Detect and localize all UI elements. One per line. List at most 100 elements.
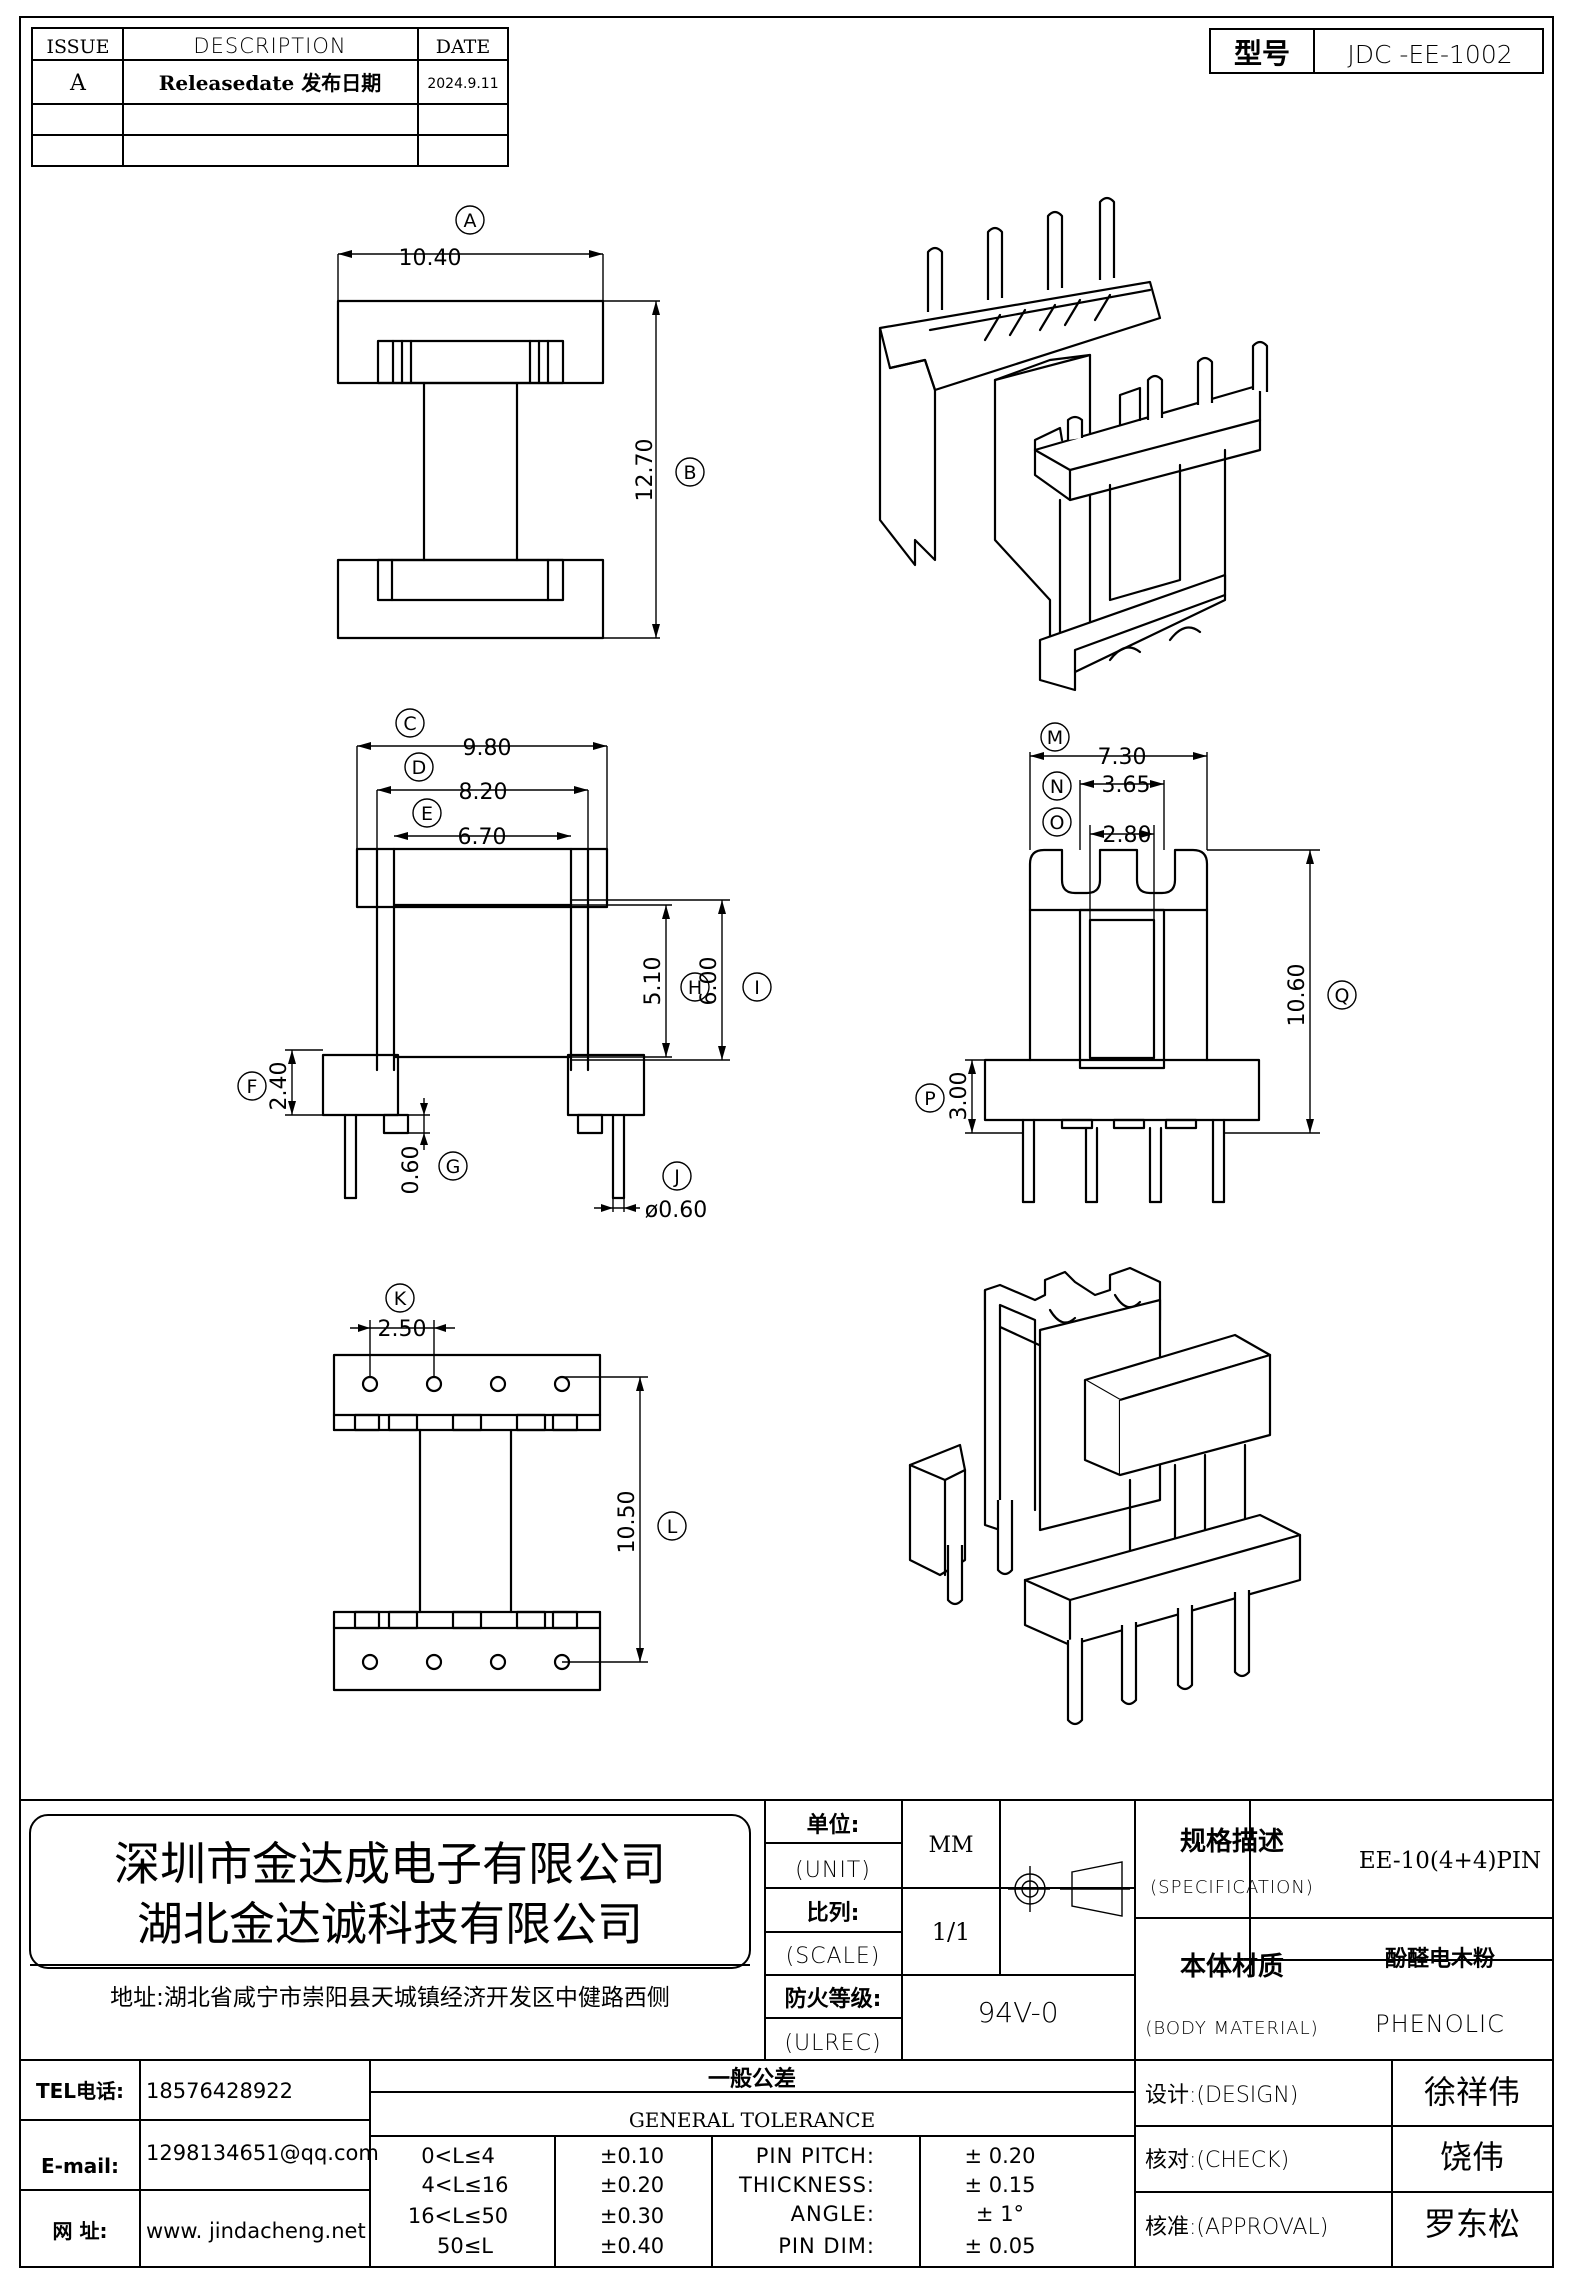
dim-c-balloon xyxy=(395,708,425,738)
dim-b-letter: B xyxy=(683,462,696,484)
dim-o-value: 2.80 xyxy=(1103,823,1152,848)
dim-k-balloon xyxy=(385,1283,415,1313)
design-value: 徐祥伟 xyxy=(1424,2073,1520,2111)
tel-value: 18576428922 xyxy=(146,2079,293,2103)
tolerance-title-en: GENERAL TOLERANCE xyxy=(629,2108,875,2132)
dim-b-value: 12.70 xyxy=(633,439,658,502)
dim-k-value: 2.50 xyxy=(378,1317,427,1342)
tolerance-value-3: ±0.30 xyxy=(600,2204,664,2228)
tolerance-range-2: 4<L≤16 xyxy=(422,2173,509,2197)
dim-d-balloon xyxy=(404,752,434,782)
bottom-view: 2.50 K 10.50 L xyxy=(332,1283,687,1692)
dim-i-balloon xyxy=(742,972,772,1002)
dim-o-balloon xyxy=(1042,807,1072,837)
dim-i-letter: I xyxy=(754,977,760,999)
company-name-1: 深圳市金达成电子有限公司 xyxy=(114,1837,666,1891)
spec-value: EE-10(4+4)PIN xyxy=(1359,1848,1541,1874)
dim-g-letter: G xyxy=(446,1156,461,1178)
model-label: 型号 xyxy=(1234,37,1290,70)
tolerance-value-2: ±0.20 xyxy=(600,2173,664,2197)
isometric-view-top xyxy=(878,196,1269,692)
tolerance-range-3: 16<L≤50 xyxy=(408,2204,508,2228)
check-label: 核对:(CHECK) xyxy=(1145,2148,1289,2173)
tolerance-item-value-2: ± 0.15 xyxy=(964,2173,1035,2197)
dim-a-balloon xyxy=(455,205,485,235)
material-label-en: (BODY MATERIAL) xyxy=(1145,2018,1318,2039)
dim-e-balloon xyxy=(412,798,442,828)
dim-g-balloon xyxy=(438,1151,468,1181)
rev-row-issue: A xyxy=(69,71,87,96)
dim-j-balloon xyxy=(662,1161,692,1191)
tolerance-item-4: PIN DIM: xyxy=(778,2234,875,2258)
isometric-view-bottom xyxy=(908,1266,1302,1726)
side-view: 9.80 C 8.20 D 6.70 E 5.10 H 6.00 I xyxy=(237,708,772,1223)
company-address: 地址:湖北省咸宁市崇阳县天城镇经济开发区中健路西侧 xyxy=(110,1985,670,2011)
dim-j-letter: J xyxy=(673,1166,680,1188)
rev-header-issue: ISSUE xyxy=(46,36,109,58)
dim-j-value: ø0.60 xyxy=(645,1198,707,1223)
dim-p-balloon xyxy=(915,1083,945,1113)
dim-f-letter: F xyxy=(247,1076,258,1098)
material-label: 本体材质 xyxy=(1180,1952,1284,1982)
dim-l-balloon xyxy=(657,1511,687,1541)
tel-label: TEL电话: xyxy=(36,2079,124,2103)
rev-row-description: Releasedate 发布日期 xyxy=(159,71,381,95)
tolerance-range-4: 50≤L xyxy=(437,2234,493,2258)
unit-label: 单位: xyxy=(807,1812,860,1838)
projection-symbol-icon xyxy=(1008,1861,1130,1917)
dim-d-letter: D xyxy=(412,757,427,779)
tolerance-item-value-3: ± 1° xyxy=(976,2202,1024,2226)
web-value: www. jindacheng.net xyxy=(146,2219,366,2243)
dim-h-balloon xyxy=(680,972,710,1002)
spec-label-en: (SPECIFICATION) xyxy=(1150,1877,1314,1898)
scale-value: 1/1 xyxy=(932,1918,971,1946)
rev-row-date: 2024.9.11 xyxy=(427,76,498,92)
sheet-border xyxy=(19,16,1554,2268)
dim-f-balloon xyxy=(237,1071,267,1101)
front-view: 7.30 M 3.65 N 2.80 O 10.60 Q 3.00 P xyxy=(915,722,1357,1204)
company-name-2: 湖北金达诚科技有限公司 xyxy=(137,1897,643,1951)
dim-f-value: 2.40 xyxy=(267,1062,292,1111)
material-value-cn: 酚醛电木粉 xyxy=(1385,1947,1495,1972)
web-label: 网 址: xyxy=(53,2219,108,2243)
top-view: 10.40 A 12.70 B xyxy=(336,205,705,640)
tolerance-item-value-4: ± 0.05 xyxy=(964,2234,1035,2258)
dim-c-letter: C xyxy=(403,713,416,735)
fire-label: 防火等级: xyxy=(785,1986,882,2012)
dim-n-letter: N xyxy=(1050,776,1064,798)
scale-label-en: (SCALE) xyxy=(786,1944,881,1969)
fire-label-en: (ULREC) xyxy=(784,2031,881,2056)
company-panel xyxy=(29,1814,751,1969)
dim-p-letter: P xyxy=(924,1088,935,1110)
tolerance-range-1: 0<L≤4 xyxy=(421,2144,495,2168)
spec-label: 规格描述 xyxy=(1180,1826,1284,1857)
check-value: 饶伟 xyxy=(1440,2138,1504,2176)
tolerance-value-1: ±0.10 xyxy=(600,2144,664,2168)
dim-g-value: 0.60 xyxy=(399,1146,424,1195)
dim-n-balloon xyxy=(1042,771,1072,801)
dim-q-value: 10.60 xyxy=(1285,964,1310,1027)
approval-value: 罗东松 xyxy=(1424,2205,1520,2243)
title-block: 深圳市金达成电子有限公司 湖北金达诚科技有限公司 地址:湖北省咸宁市崇阳县天城镇… xyxy=(20,1799,1553,2267)
tolerance-item-value-1: ± 0.20 xyxy=(964,2144,1035,2168)
email-label: E-mail: xyxy=(41,2154,119,2178)
dim-k-letter: K xyxy=(394,1288,407,1310)
dim-l-letter: L xyxy=(667,1516,678,1538)
dim-h-letter: H xyxy=(688,977,702,999)
dim-b-balloon xyxy=(675,457,705,487)
tolerance-title-cn: 一般公差 xyxy=(708,2066,796,2092)
scale-label: 比列: xyxy=(807,1901,860,1926)
model-box: 型号 JDC -EE-1002 xyxy=(1209,28,1544,74)
dim-n-value: 3.65 xyxy=(1102,773,1151,798)
dim-e-letter: E xyxy=(421,803,433,825)
tolerance-item-3: ANGLE: xyxy=(791,2202,875,2226)
design-label: 设计:(DESIGN) xyxy=(1145,2083,1298,2108)
tolerance-item-1: PIN PITCH: xyxy=(756,2144,875,2168)
rev-header-description: DESCRIPTION xyxy=(193,34,346,58)
dim-m-letter: M xyxy=(1047,727,1063,749)
model-value: JDC -EE-1002 xyxy=(1347,40,1512,69)
dim-q-balloon xyxy=(1327,980,1357,1010)
material-value-en: PHENOLIC xyxy=(1375,2010,1505,2038)
dim-a-value: 10.40 xyxy=(399,246,462,271)
